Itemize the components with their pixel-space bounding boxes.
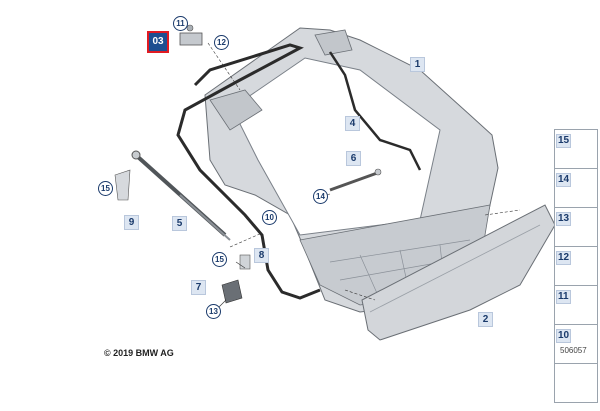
gas-strut: [131, 150, 231, 241]
callout-11[interactable]: 11: [173, 16, 188, 31]
legend-row[interactable]: 11: [555, 286, 597, 325]
hardware-legend: 15 14 13 12 11 10: [554, 129, 598, 403]
callout-2[interactable]: 2: [478, 312, 493, 327]
tailgate-seal: [176, 43, 321, 300]
diagram-key-label: 03: [149, 33, 167, 51]
callout-15-left[interactable]: 15: [98, 181, 113, 196]
callout-4[interactable]: 4: [345, 116, 360, 131]
callout-7[interactable]: 7: [191, 280, 206, 295]
small-bracket-part-7: [221, 279, 243, 304]
legend-row[interactable]: 15: [555, 130, 597, 169]
legend-number: 13: [556, 212, 572, 226]
clip-part-8: [239, 254, 251, 270]
callout-9[interactable]: 9: [124, 215, 139, 230]
rear-cover-panel: [361, 204, 556, 341]
callout-6[interactable]: 6: [346, 151, 361, 166]
callout-5[interactable]: 5: [172, 216, 187, 231]
callout-13[interactable]: 13: [206, 304, 221, 319]
callout-10[interactable]: 10: [262, 210, 277, 225]
legend-number: 10: [556, 329, 572, 343]
legend-number: 15: [556, 134, 572, 148]
legend-number: 11: [556, 290, 571, 304]
callout-14[interactable]: 14: [313, 189, 328, 204]
legend-row[interactable]: 12: [555, 247, 597, 286]
callout-15-lower[interactable]: 15: [212, 252, 227, 267]
legend-number: 12: [556, 251, 572, 265]
callout-12[interactable]: 12: [214, 35, 229, 50]
legend-row[interactable]: 13: [555, 208, 597, 247]
stop-part-9: [114, 169, 131, 201]
legend-symbol-cell: [555, 364, 597, 402]
callout-8[interactable]: 8: [254, 248, 269, 263]
diagram-key-highlight: 03: [147, 31, 169, 53]
legend-row[interactable]: 14: [555, 169, 597, 208]
document-number: 506057: [560, 346, 587, 355]
callout-1[interactable]: 1: [410, 57, 425, 72]
legend-row[interactable]: 10: [555, 325, 597, 364]
copyright-notice: © 2019 BMW AG: [104, 348, 174, 358]
tailgate-frame: [204, 27, 499, 313]
hinge-bracket: [179, 24, 241, 91]
bracket-part-6: [329, 168, 382, 192]
legend-number: 14: [556, 173, 572, 187]
